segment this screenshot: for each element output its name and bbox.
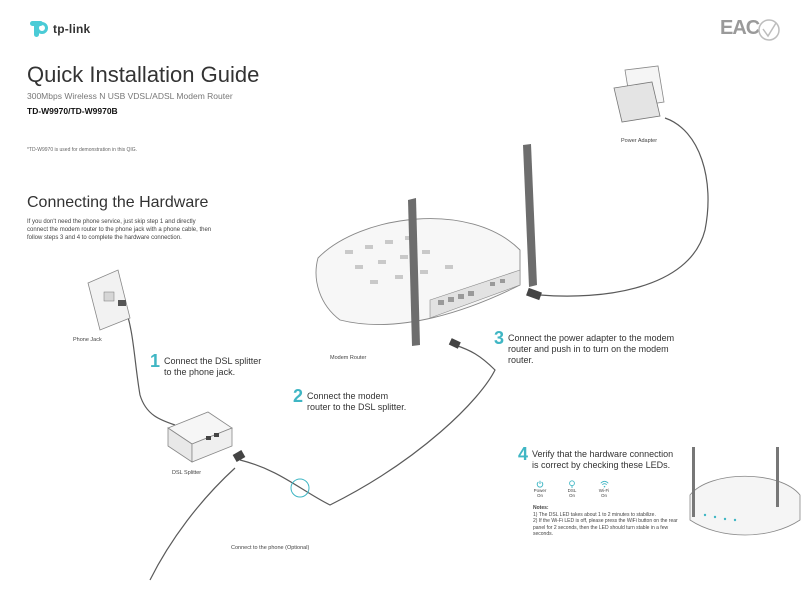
note-1: 1) The DSL LED takes about 1 to 2 minute… xyxy=(533,511,656,518)
eac-text: EAC xyxy=(720,17,760,39)
step-2-line2: router to the DSL splitter. xyxy=(307,402,407,412)
cable-adapter-to-router xyxy=(539,117,709,297)
led-dsl-state: On xyxy=(568,493,575,498)
step-2-line1: Connect the modem xyxy=(307,391,389,401)
tp-link-logo-icon xyxy=(30,21,48,37)
cable-splitter-to-router xyxy=(239,344,496,506)
phone-jack-device xyxy=(87,269,131,331)
led-wifi-name: Wi-Fi xyxy=(598,488,610,493)
cable-phone-to-splitter xyxy=(123,304,176,426)
section-intro: If you don't need the phone service, jus… xyxy=(27,219,212,241)
demo-note: *TD-W9970 is used for demonstration in t… xyxy=(27,147,138,153)
eac-mark: EAC xyxy=(720,17,760,40)
led-wifi-state: On xyxy=(600,493,607,498)
step-4-number: 4 xyxy=(518,444,529,464)
step-4-line1: Verify that the hardware connection xyxy=(532,449,674,459)
note-2: 2) If the Wi-Fi LED is off, please press… xyxy=(533,518,678,537)
power-icon xyxy=(536,480,544,488)
step-1-line2: to the phone jack. xyxy=(164,367,236,377)
modem-router-device xyxy=(315,144,542,349)
step-1-number: 1 xyxy=(150,351,161,371)
page-subtitle: 300Mbps Wireless N USB VDSL/ADSL Modem R… xyxy=(27,91,233,101)
power-adapter-device xyxy=(613,65,665,123)
dsl-icon xyxy=(569,480,575,488)
led-dsl: DSL On xyxy=(559,480,585,498)
step-4: 4 Verify that the hardware connection is… xyxy=(518,444,673,471)
page-title: Quick Installation Guide xyxy=(27,62,260,87)
model-number: TD-W9970/TD-W9970B xyxy=(27,106,118,116)
brand-name: tp-link xyxy=(53,22,91,36)
notes-heading: Notes: xyxy=(533,505,549,511)
cable-splitter-to-phone xyxy=(149,467,236,581)
step-3-line3: router. xyxy=(508,355,534,365)
dsl-splitter-device xyxy=(167,411,246,463)
step-1: 1 Connect the DSL splitter to the phone … xyxy=(150,351,261,378)
led-power-name: Power xyxy=(533,488,547,493)
dsl-splitter-label: DSL Splitter xyxy=(172,470,202,476)
phone-jack-label: Phone Jack xyxy=(73,337,102,343)
led-power-state: On xyxy=(536,493,543,498)
router-led-view-device xyxy=(689,447,801,536)
step-3: 3 Connect the power adapter to the modem… xyxy=(494,328,674,366)
step-3-line1: Connect the power adapter to the modem xyxy=(508,333,675,343)
step-1-line1: Connect the DSL splitter xyxy=(164,356,262,366)
led-row: Power On DSL On Wi-Fi On xyxy=(527,480,617,498)
step-2-number: 2 xyxy=(293,386,304,406)
step-2: 2 Connect the modem router to the DSL sp… xyxy=(293,386,406,413)
cable-highlight-circle xyxy=(290,478,310,498)
compliance-check-icon xyxy=(758,19,780,41)
power-adapter-label: Power Adapter xyxy=(621,138,658,144)
led-power: Power On xyxy=(527,480,553,498)
step-3-number: 3 xyxy=(494,328,505,348)
modem-router-label: Modem Router xyxy=(330,355,367,361)
phone-optional-label: Connect to the phone (Optional) xyxy=(231,545,310,551)
wifi-icon xyxy=(599,480,609,488)
step-3-line2: router and push in to turn on the modem xyxy=(508,344,669,354)
step-4-line2: is correct by checking these LEDs. xyxy=(532,460,671,470)
led-wifi: Wi-Fi On xyxy=(591,480,617,498)
section-heading: Connecting the Hardware xyxy=(27,194,209,211)
tp-link-logo: tp-link xyxy=(27,18,90,40)
led-dsl-name: DSL xyxy=(567,488,577,493)
notes-block: Notes: 1) The DSL LED takes about 1 to 2… xyxy=(533,505,683,538)
